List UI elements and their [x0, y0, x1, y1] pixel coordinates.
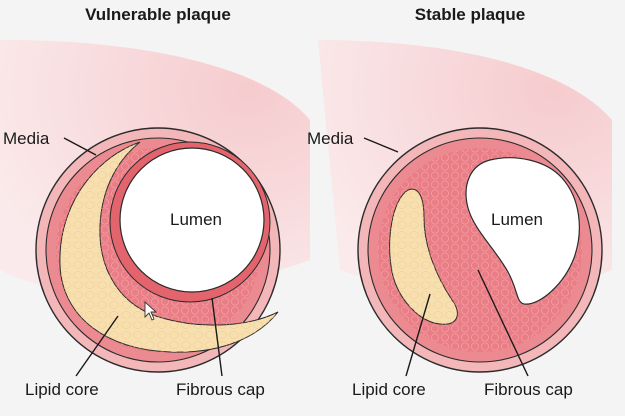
label-media-vulnerable: Media [3, 129, 50, 148]
panel-title-stable: Stable plaque [415, 5, 526, 24]
panel-title-vulnerable: Vulnerable plaque [85, 5, 231, 24]
stable-plaque-panel: Stable plaque Media Lumen Lipid core Fib… [307, 5, 612, 399]
leader-lipid-core-stable [405, 293, 431, 377]
label-fibrous-cap-stable: Fibrous cap [484, 380, 573, 399]
leader-fibrous-cap-stable [477, 269, 529, 377]
label-lipid-core-vulnerable: Lipid core [25, 380, 99, 399]
label-lumen-stable: Lumen [491, 210, 543, 229]
leader-lipid-core-vulnerable [75, 315, 119, 377]
lumen-shape-right [465, 157, 580, 305]
leader-fibrous-cap-vulnerable [211, 297, 223, 377]
label-media-stable: Media [307, 129, 354, 148]
vulnerable-plaque-panel: Vulnerable plaque Media Lumen Lipid core… [0, 5, 310, 399]
mouse-pointer-icon [144, 300, 158, 321]
label-lipid-core-stable: Lipid core [352, 380, 426, 399]
label-fibrous-cap-vulnerable: Fibrous cap [176, 380, 265, 399]
lumen-shape [119, 147, 265, 293]
label-lumen-vulnerable: Lumen [170, 210, 222, 229]
leader-media-vulnerable [63, 137, 97, 156]
leader-media-stable [363, 137, 399, 153]
